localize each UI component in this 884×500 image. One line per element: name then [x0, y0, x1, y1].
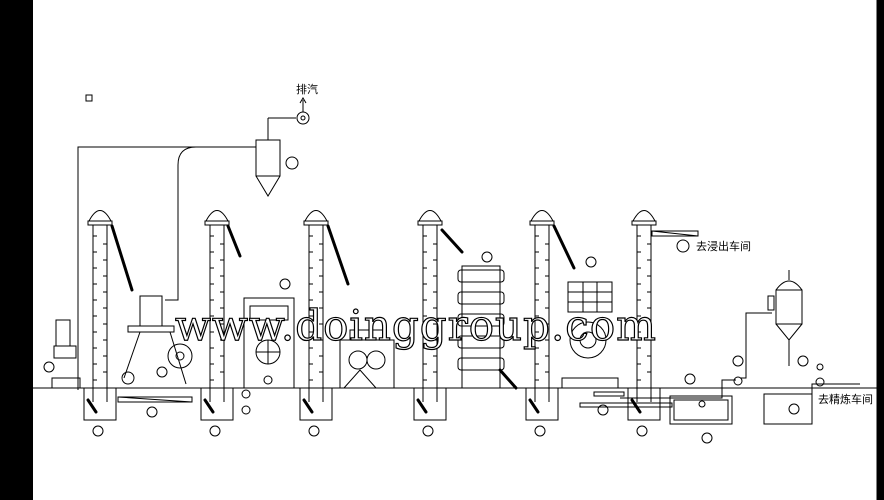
to-refining-label: 去精炼车间: [818, 392, 873, 406]
oil-tank: [620, 355, 744, 444]
chutes: [110, 224, 576, 390]
bucket-elevators: [83, 210, 661, 437]
duct-branch: [165, 146, 197, 301]
expeller-machine: [561, 256, 619, 389]
watermark-text: www.doinggroup.com: [175, 301, 657, 350]
paper-area: [32, 0, 877, 500]
duct-line: [77, 146, 256, 390]
tag-circle: [285, 156, 299, 170]
motor-icon: [43, 319, 81, 389]
tag-circle: [534, 425, 546, 437]
conveyor-icon: [117, 396, 193, 418]
bucket-elevator: [83, 210, 117, 437]
filter-column: [740, 270, 803, 379]
bucket-elevator: [299, 210, 333, 437]
bucket-elevator: [525, 210, 559, 437]
tag-circle: [636, 425, 648, 437]
cleaning-machine: [121, 295, 193, 385]
pump-icon: [733, 376, 743, 386]
bucket-elevator: [627, 210, 661, 437]
tag-circle: [308, 425, 320, 437]
marker-square: [85, 94, 93, 102]
tag-circle: [209, 425, 221, 437]
extraction-conveyor: [651, 230, 699, 253]
cooker-stack: [457, 251, 505, 389]
crusher-machine: [241, 278, 295, 415]
bucket-elevator: [413, 210, 447, 437]
tag-circle: [422, 425, 434, 437]
pump-icon: [167, 343, 193, 369]
cyclone-icon: [255, 117, 299, 197]
tag-circle: [92, 425, 104, 437]
exhaust-label: 排汽: [296, 82, 318, 96]
roller-mill: [339, 329, 395, 389]
clear-oil-tank: [763, 355, 860, 425]
scraper-conveyor: [579, 391, 673, 416]
to-extraction-label: 去浸出车间: [696, 239, 751, 253]
bucket-elevator: [200, 210, 234, 437]
exhaust-fan-icon: [296, 97, 310, 125]
